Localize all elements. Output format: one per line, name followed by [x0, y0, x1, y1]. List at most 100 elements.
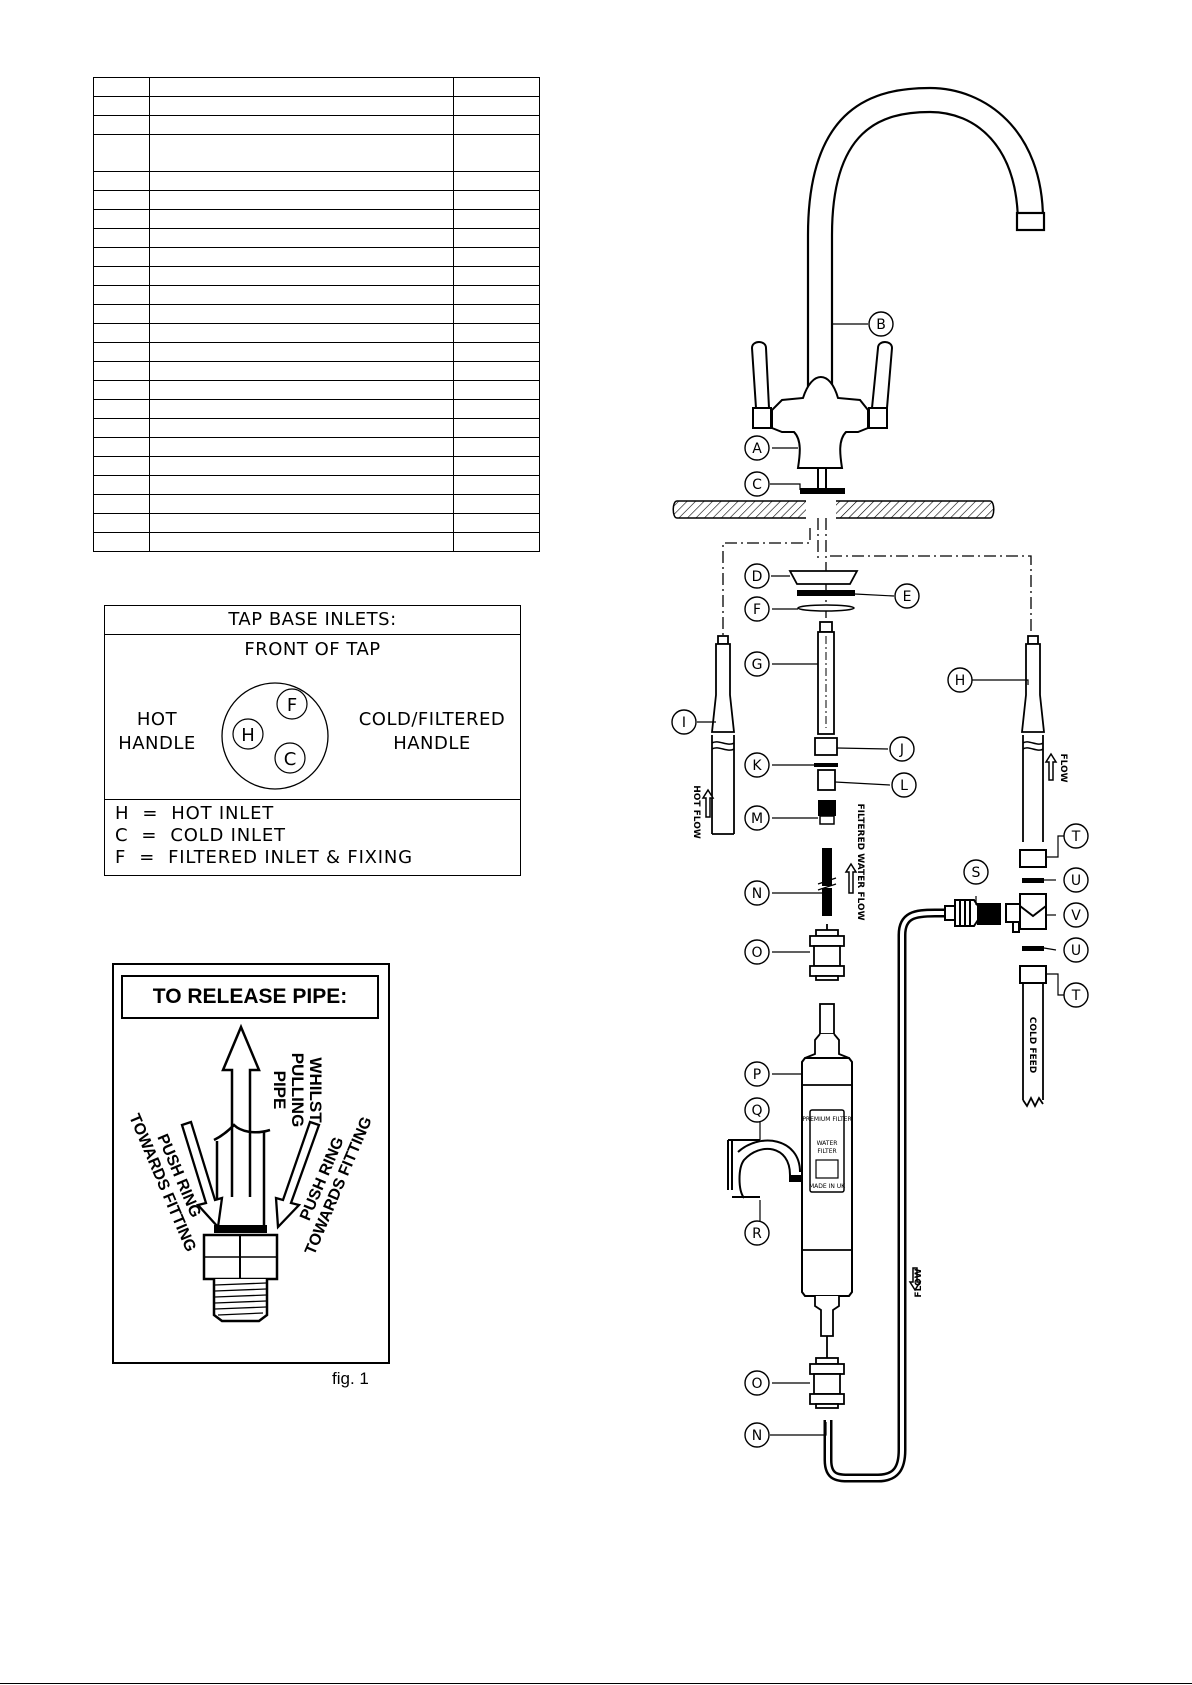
filtered-inlet-circle [276, 688, 308, 720]
cold-feed-pipe [1022, 983, 1044, 1109]
hot-handle-label: HOT HANDLE [115, 708, 199, 756]
page-bottom-rule [0, 1683, 1192, 1684]
callout-letter: H [955, 673, 966, 689]
filter-brand-text: PREMIUM FILTER [802, 1116, 851, 1123]
callout-letter: U [1071, 873, 1081, 889]
parts-table-row [93, 532, 540, 552]
callout-letter: V [1071, 908, 1081, 924]
callout-l: L [891, 772, 917, 798]
callout-a: A [744, 435, 770, 461]
callout-letter: L [900, 778, 908, 794]
centre-lines [722, 518, 1032, 635]
callout-circle [1063, 982, 1089, 1008]
callout-circle [744, 651, 770, 677]
connector-l [817, 769, 836, 791]
tap-spout [806, 86, 1046, 392]
callout-letter: R [752, 1226, 762, 1242]
callout-circle [744, 1370, 770, 1396]
callout-circle [744, 471, 770, 497]
tap-body [750, 341, 894, 469]
parts-table-row [93, 134, 540, 172]
collet-ring [214, 1225, 267, 1233]
parts-table-row [93, 399, 540, 419]
cold-inlet-circle [274, 742, 306, 774]
callout-c: C [744, 471, 770, 497]
callout-i: I [671, 709, 697, 735]
tap-base-inlets-title: TAP BASE INLETS: [105, 606, 520, 635]
callout-letter: J [899, 742, 904, 758]
thread-marks [214, 1282, 267, 1316]
callout-circle [671, 709, 697, 735]
hot-handle-line-1: HOT [136, 709, 178, 730]
parts-table-row [93, 228, 540, 248]
inlets-legend: H = HOT INLET C = COLD INLET F = FILTERE… [105, 799, 520, 876]
callout-letter: M [751, 811, 763, 827]
callout-k: K [744, 752, 770, 778]
filtered-inlet-letter: F [287, 695, 297, 716]
callout-circle [744, 939, 770, 965]
adapter-m [818, 800, 836, 825]
pipe-cut-line [213, 1123, 271, 1142]
flow-arrows [701, 752, 1058, 1292]
callout-g: G [744, 651, 770, 677]
pulling-label: PULLING [288, 1053, 307, 1128]
release-pipe-figure: TO RELEASE PIPE: WHILST PULLING PIPE [112, 963, 390, 1364]
legend-filtered-inlet: F = FILTERED INLET & FIXING [115, 847, 413, 868]
callout-letter: N [752, 1428, 762, 1444]
whilst-label: WHILST [306, 1057, 325, 1123]
legend-cold-inlet: C = COLD INLET [115, 825, 286, 846]
cold-handle-label: COLD/FILTERED HANDLE [349, 708, 515, 756]
callout-letter: B [876, 317, 886, 333]
callout-letter: S [972, 865, 981, 881]
filter-filter-text: FILTER [817, 1148, 836, 1155]
callout-circle [744, 435, 770, 461]
callout-letter: T [1071, 829, 1081, 845]
callout-circle [744, 1061, 770, 1087]
tap-base-circle-diagram: F H C [221, 682, 329, 790]
leader-lines [697, 323, 1066, 1436]
cold-handle-line-1: COLD/FILTERED [358, 709, 506, 730]
callout-q: Q [744, 1097, 770, 1123]
callout-letter: U [1071, 943, 1081, 959]
callout-circle [744, 563, 770, 589]
callout-letter: D [752, 569, 763, 585]
parts-table-row [93, 475, 540, 495]
pull-up-arrow [221, 1023, 261, 1197]
callout-o1: O [744, 939, 770, 965]
callout-circle [744, 596, 770, 622]
parts-table-cell [453, 532, 540, 552]
push-right-arrow [274, 1120, 321, 1230]
release-pipe-title: TO RELEASE PIPE: [121, 975, 379, 1019]
front-of-tap-label: FRONT OF TAP [244, 639, 381, 660]
callout-letter: A [752, 441, 762, 457]
callout-letter: I [682, 715, 686, 731]
nut-j [814, 737, 838, 756]
callout-e: E [894, 583, 920, 609]
parts-table-row [93, 209, 540, 229]
parts-table-row [93, 77, 540, 97]
gasket-e [797, 590, 855, 596]
parts-table-row [93, 247, 540, 267]
callout-letter: F [753, 602, 761, 618]
pipe-label: PIPE [270, 1071, 289, 1110]
callout-circle [744, 1422, 770, 1448]
cold-handle-line-2: HANDLE [393, 733, 471, 754]
callout-circle [744, 752, 770, 778]
cold-inlet-letter: C [284, 749, 297, 770]
callout-circle [889, 736, 915, 762]
callout-circle [744, 1097, 770, 1123]
callout-f: F [744, 596, 770, 622]
cold-hose-h [1020, 635, 1046, 842]
callout-n2: N [744, 1422, 770, 1448]
washer-c [800, 488, 845, 494]
callout-letter: K [752, 758, 762, 774]
callout-letter: C [752, 477, 762, 493]
cold-feed-label: COLD FEED [1027, 1017, 1037, 1074]
parts-table-cell [93, 134, 150, 172]
callout-r: R [744, 1220, 770, 1246]
callout-p: P [744, 1061, 770, 1087]
parts-table-row [93, 437, 540, 457]
nut-t-upper [1019, 849, 1047, 868]
